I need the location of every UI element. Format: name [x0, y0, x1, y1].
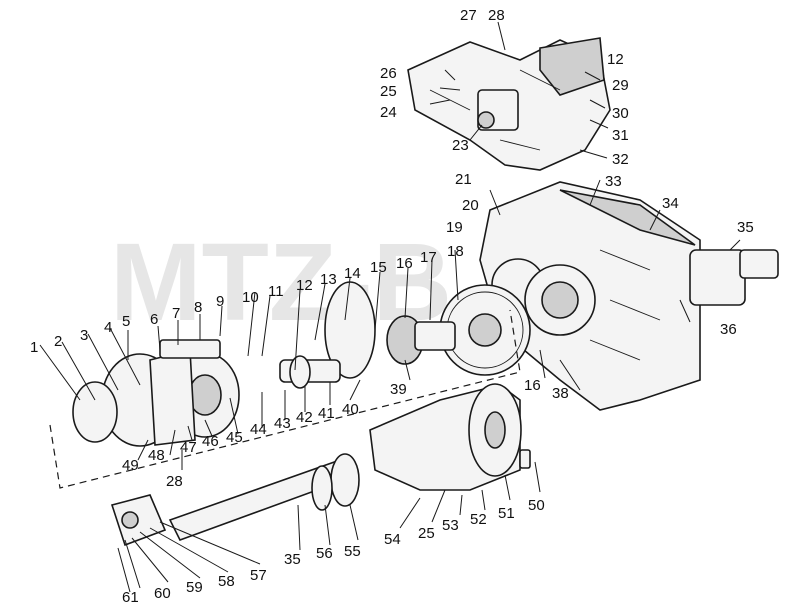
label-28: 28	[488, 7, 505, 24]
label-16b: 16	[524, 377, 541, 394]
label-38: 38	[552, 385, 569, 402]
label-56: 56	[316, 545, 333, 562]
label-47: 47	[180, 439, 197, 456]
label-32: 32	[612, 151, 629, 168]
label-4: 4	[104, 319, 112, 336]
label-44: 44	[250, 421, 267, 438]
label-18: 18	[447, 243, 464, 260]
label-25b: 25	[418, 525, 435, 542]
label-5: 5	[122, 313, 130, 330]
label-54: 54	[384, 531, 401, 548]
label-28b: 28	[166, 473, 183, 490]
label-46: 46	[202, 433, 219, 450]
label-27: 27	[460, 7, 477, 24]
label-42: 42	[296, 409, 313, 426]
label-58: 58	[218, 573, 235, 590]
main-housing	[479, 181, 779, 411]
label-12: 12	[607, 51, 624, 68]
label-24: 24	[380, 104, 397, 121]
label-21: 21	[455, 171, 472, 188]
callout-numbers: 27 28 12 26 25 24 29 30 23 31 32 21 33 3…	[30, 7, 754, 606]
label-25: 25	[380, 83, 397, 100]
label-23: 23	[452, 137, 469, 154]
top-housing	[407, 37, 611, 171]
label-1: 1	[30, 339, 38, 356]
lower-housing	[369, 383, 531, 491]
label-41: 41	[318, 405, 335, 422]
label-40: 40	[342, 401, 359, 418]
label-14: 14	[344, 265, 361, 282]
label-6: 6	[150, 311, 158, 328]
label-35b: 35	[284, 551, 301, 568]
label-3: 3	[80, 327, 88, 344]
label-55: 55	[344, 543, 361, 560]
label-31: 31	[612, 127, 629, 144]
label-61: 61	[122, 589, 139, 606]
label-16: 16	[396, 255, 413, 272]
label-2: 2	[54, 333, 62, 350]
label-12b: 12	[296, 277, 313, 294]
label-48: 48	[148, 447, 165, 464]
label-7: 7	[172, 305, 180, 322]
label-15: 15	[370, 259, 387, 276]
label-45: 45	[226, 429, 243, 446]
label-19: 19	[446, 219, 463, 236]
label-59: 59	[186, 579, 203, 596]
label-26: 26	[380, 65, 397, 82]
label-34: 34	[662, 195, 679, 212]
label-11: 11	[268, 283, 284, 300]
label-33: 33	[605, 173, 622, 190]
label-36: 36	[720, 321, 737, 338]
label-29: 29	[612, 77, 629, 94]
label-51: 51	[498, 505, 515, 522]
label-49: 49	[122, 457, 139, 474]
label-9: 9	[216, 293, 224, 310]
label-8: 8	[194, 299, 202, 316]
output-shaft	[110, 453, 360, 547]
label-50: 50	[528, 497, 545, 514]
label-10: 10	[242, 289, 259, 306]
label-30: 30	[612, 105, 629, 122]
label-60: 60	[154, 585, 171, 602]
left-assembly	[72, 339, 240, 447]
leader-lines	[39, 21, 741, 593]
label-53: 53	[442, 517, 459, 534]
assembly-outline	[49, 309, 521, 489]
label-43: 43	[274, 415, 291, 432]
label-20: 20	[462, 197, 479, 214]
label-13: 13	[320, 271, 337, 288]
label-35: 35	[737, 219, 754, 236]
label-39: 39	[390, 381, 407, 398]
label-17: 17	[420, 249, 437, 266]
label-52: 52	[470, 511, 487, 528]
label-57: 57	[250, 567, 267, 584]
